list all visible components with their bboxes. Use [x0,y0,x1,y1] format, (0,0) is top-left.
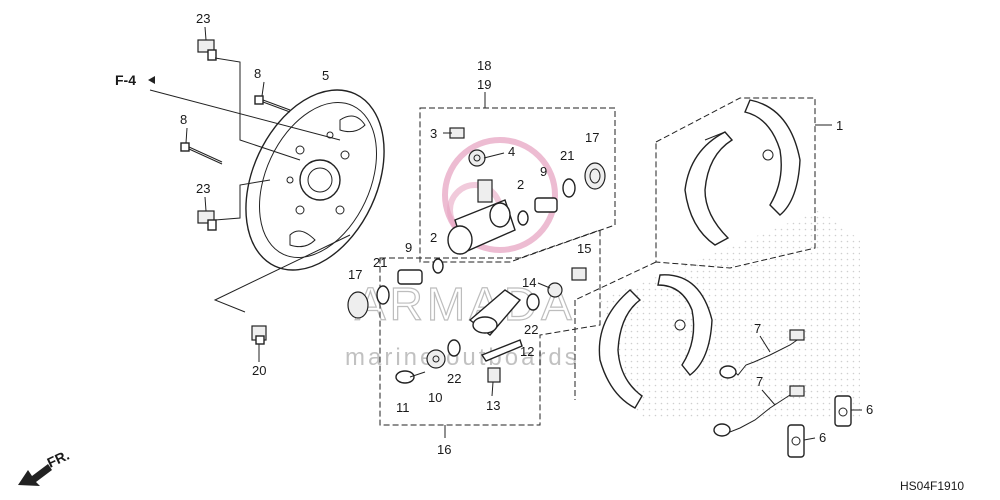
callout-23-lower: 23 [196,181,210,196]
bolt-20 [251,325,267,345]
bolt-8-lower [180,142,223,165]
nut-10 [426,349,446,369]
callout-22-right: 22 [524,322,538,337]
callout-15: 15 [577,241,591,256]
diagram-code: HS04F1910 [900,479,964,493]
callout-17-upper: 17 [585,130,599,145]
group-box-wheel-cylinder [419,107,616,263]
brake-shoe-upper-2 [744,99,801,216]
watermark-logo-icon [442,137,558,253]
callout-9-lower: 9 [405,240,412,255]
arrow-left-icon [148,76,155,84]
brake-panel [245,89,385,271]
callout-18: 18 [477,58,491,73]
lever-12 [480,339,523,362]
bolt-15 [571,267,587,281]
callout-6-lower: 6 [819,430,826,445]
callout-23-upper: 23 [196,11,210,26]
seal-2-upper [517,210,529,226]
adjuster-bracket [468,289,522,336]
piston-9-upper [534,197,558,213]
callout-20: 20 [252,363,266,378]
callout-19: 19 [477,77,491,92]
callout-11: 11 [396,400,410,415]
reference-label: F-4 [115,72,136,88]
callout-22-left: 22 [447,371,461,386]
ring-21-upper [562,178,576,198]
callout-17-lower: 17 [348,267,362,282]
boot-17-upper [584,162,606,190]
callout-21-upper: 21 [560,148,574,163]
nut-14 [547,282,563,298]
callout-5: 5 [322,68,329,83]
brake-shoe-upper-1 [684,131,734,246]
callout-4: 4 [508,144,515,159]
callout-2-upper: 2 [517,177,524,192]
callout-2-lower: 2 [430,230,437,245]
leader-lines [185,26,862,441]
callout-6-upper: 6 [866,402,873,417]
watermark-tagline: marine outboards [345,344,580,371]
callout-21-lower: 21 [373,255,387,270]
hatch-area [600,210,860,420]
front-arrow-icon [18,464,52,486]
spring-7-lower [713,385,805,437]
callout-12: 12 [520,344,534,359]
piston-9-lower [397,269,423,285]
group-box-adjuster [379,229,601,426]
callout-8-upper: 8 [254,66,261,81]
callout-13: 13 [486,398,500,413]
callouts: 1 2 2 3 4 5 6 6 7 7 8 8 9 9 10 11 12 13 … [180,11,873,457]
clip-6-lower [787,424,805,458]
washer-22-left [447,339,461,357]
clip-6-upper [834,395,852,427]
callout-1: 1 [836,118,843,133]
bleeder-screw-3 [449,127,465,139]
spring-7-upper [719,329,805,379]
callout-3: 3 [430,126,437,141]
seal-2-lower [432,258,444,274]
screw-11 [395,370,426,384]
washer-22-right [526,293,540,311]
callout-7-upper: 7 [754,321,761,336]
boot-17-lower [347,291,369,319]
callout-8-lower: 8 [180,112,187,127]
reference-f4: F-4 [115,72,155,88]
callout-7-lower: 7 [756,374,763,389]
bolt-8-upper [254,95,291,113]
ring-21-lower [376,285,390,305]
watermark-brand: ARMADA [355,278,576,330]
brake-shoe-lower-2 [657,274,713,376]
cap-4 [468,149,486,167]
bolt-23-lower [197,210,217,231]
callout-16: 16 [437,442,451,457]
screw-13 [487,367,501,383]
callout-10: 10 [428,390,442,405]
callout-9-upper: 9 [540,164,547,179]
front-label: FR. [45,447,72,471]
callout-14: 14 [522,275,536,290]
front-indicator: FR. [18,447,72,486]
wheel-cylinder [447,179,516,255]
bolt-23-upper [197,39,217,61]
brake-shoe-lower-1 [598,289,643,409]
